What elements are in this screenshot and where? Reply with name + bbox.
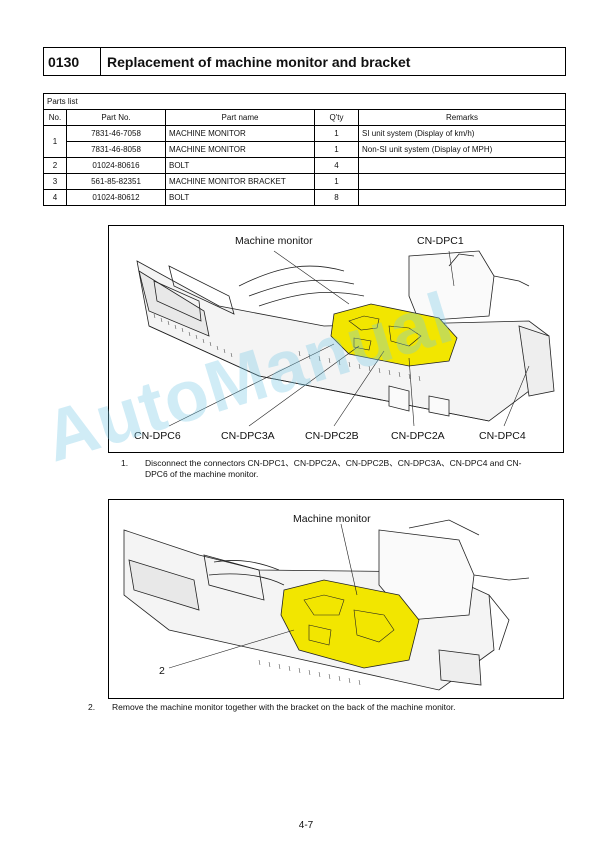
table-header-row: No. Part No. Part name Q'ty Remarks (43, 109, 566, 126)
page-number: 4-7 (298, 820, 314, 831)
label-cn-dpc1: CN-DPC1 (417, 235, 464, 247)
label-machine-monitor: Machine monitor (235, 235, 313, 247)
monitor-highlight (330, 303, 458, 367)
cell-qty: 1 (314, 125, 359, 142)
cell-part-no: 7831-46-8058 (66, 141, 166, 158)
step-1: 1. Disconnect the connectors CN-DPC1、CN-… (121, 458, 561, 482)
cell-part-name: MACHINE MONITOR (165, 125, 315, 142)
cell-no: 4 (43, 189, 67, 206)
figure-connectors: Machine monitor CN-DPC1 CN-DPC6 CN-DPC3A… (108, 225, 564, 453)
col-header-remarks: Remarks (358, 109, 566, 126)
cell-qty: 1 (314, 141, 359, 158)
step-2: 2. Remove the machine monitor together w… (88, 702, 568, 714)
cell-part-name: MACHINE MONITOR (165, 141, 315, 158)
cell-part-name: BOLT (165, 189, 315, 206)
step-1-line-2: DPC6 of the machine monitor. (145, 469, 259, 479)
step-2-text: Remove the machine monitor together with… (112, 702, 456, 712)
step-2-number: 2. (88, 702, 96, 712)
label-callout-2: 2 (159, 665, 165, 677)
parts-list-table: Parts list No. Part No. Part name Q'ty R… (43, 93, 566, 206)
cell-qty: 8 (314, 189, 359, 206)
section-header: 0130 Replacement of machine monitor and … (43, 47, 566, 76)
cell-no: 3 (43, 173, 67, 190)
cell-part-name: BOLT (165, 157, 315, 174)
table-row: 1 7831-46-7058 MACHINE MONITOR 1 SI unit… (43, 125, 566, 158)
machine-illustration-2 (123, 519, 530, 691)
cell-part-name: MACHINE MONITOR BRACKET (165, 173, 315, 190)
cell-qty: 1 (314, 173, 359, 190)
table-row: 2 01024-80616 BOLT 4 (43, 157, 566, 174)
col-header-part-no: Part No. (66, 109, 166, 126)
table-row: 4 01024-80612 BOLT 8 (43, 189, 566, 206)
label-cn-dpc2b: CN-DPC2B (305, 430, 359, 442)
label-cn-dpc3a: CN-DPC3A (221, 430, 275, 442)
cell-no: 2 (43, 157, 67, 174)
step-1-number: 1. (121, 458, 129, 468)
cell-part-no: 7831-46-7058 (66, 125, 166, 142)
label-cn-dpc4: CN-DPC4 (479, 430, 526, 442)
section-code: 0130 (44, 48, 101, 75)
step-1-line-1: Disconnect the connectors CN-DPC1、CN-DPC… (145, 458, 522, 468)
parts-list-caption: Parts list (43, 93, 566, 110)
cell-qty: 4 (314, 157, 359, 174)
cell-remarks: Non-SI unit system (Display of MPH) (358, 141, 566, 158)
label-machine-monitor-2: Machine monitor (293, 513, 371, 525)
col-header-qty: Q'ty (314, 109, 359, 126)
table-row: 3 561-85-82351 MACHINE MONITOR BRACKET 1 (43, 173, 566, 190)
cell-remarks (358, 189, 566, 206)
cell-remarks (358, 157, 566, 174)
cell-part-no: 01024-80612 (66, 189, 166, 206)
cell-remarks (358, 173, 566, 190)
monitor-highlight (280, 579, 420, 669)
cell-no: 1 (43, 125, 67, 158)
cell-part-no: 01024-80616 (66, 157, 166, 174)
machine-illustration-1 (136, 250, 555, 427)
label-cn-dpc6: CN-DPC6 (134, 430, 181, 442)
cell-remarks: SI unit system (Display of km/h) (358, 125, 566, 142)
label-cn-dpc2a: CN-DPC2A (391, 430, 445, 442)
cell-part-no: 561-85-82351 (66, 173, 166, 190)
table-row: 7831-46-8058 MACHINE MONITOR 1 Non-SI un… (44, 141, 566, 158)
col-header-no: No. (43, 109, 67, 126)
col-header-part-name: Part name (165, 109, 315, 126)
figure-removal: Machine monitor 2 (108, 499, 564, 699)
section-title: Replacement of machine monitor and brack… (107, 53, 411, 70)
